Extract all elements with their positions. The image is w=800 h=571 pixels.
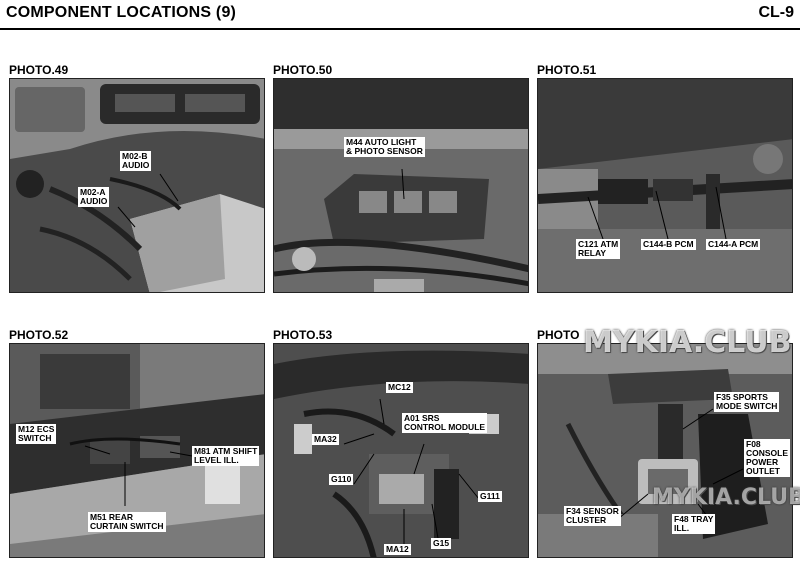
callout-m02-b-audio: M02-B AUDIO [120,151,152,171]
callout-f48-tray-ill: F48 TRAY ILL. [672,514,716,534]
callout-m02-a-audio: M02-A AUDIO [78,187,110,207]
photo-image: C121 ATM RELAY C144-B PCM C144-A PCM [537,78,793,293]
photo-label: PHOTO.49 [9,63,69,77]
photo-illustration [274,79,528,292]
photo-image: F35 SPORTS MODE SWITCH F08 CONSOLE POWER… [537,343,793,558]
photo-image: MC12 A01 SRS CONTROL MODULE MA32 G110 G1… [273,343,529,558]
callout-c121-atm-relay: C121 ATM RELAY [576,239,621,259]
photo-image: M12 ECS SWITCH M81 ATM SHIFT LEVEL ILL. … [9,343,265,558]
callout-a01-srs-control-module: A01 SRS CONTROL MODULE [402,413,488,433]
photo-illustration [10,79,264,292]
callout-ma32: MA32 [312,434,339,445]
callout-m44-auto-light: M44 AUTO LIGHT & PHOTO SENSOR [344,137,425,157]
page-number: CL-9 [758,4,794,21]
callout-g15: G15 [431,538,452,549]
photo-label: PHOTO.51 [537,63,597,77]
photo-illustration [538,79,792,292]
callout-g110: G110 [329,474,354,485]
page-header: COMPONENT LOCATIONS (9) CL-9 [0,0,800,30]
callout-g111: G111 [478,491,502,502]
watermark-top: MYKIA.CLUB [583,325,792,360]
photo-label: PHOTO [537,328,580,342]
callout-m51-rear-curtain-switch: M51 REAR CURTAIN SWITCH [88,512,166,532]
callout-c144-a-pcm: C144-A PCM [706,239,761,250]
callout-f34-sensor-cluster: F34 SENSOR CLUSTER [564,506,621,526]
photo-label: PHOTO.50 [273,63,333,77]
photo-label: PHOTO.52 [9,328,69,342]
callout-m12-ecs-switch: M12 ECS SWITCH [16,424,57,444]
photo-illustration [274,344,528,557]
watermark-bottom: MYKIA.CLUB [652,485,800,510]
page-title: COMPONENT LOCATIONS (9) [6,4,237,21]
callout-c144-b-pcm: C144-B PCM [641,239,696,250]
callout-f08-console-power-outlet: F08 CONSOLE POWER OUTLET [744,439,791,477]
photo-label: PHOTO.53 [273,328,333,342]
callout-m81-atm-shift-level: M81 ATM SHIFT LEVEL ILL. [192,446,260,466]
callout-ma12: MA12 [384,544,411,555]
photo-image: M02-B AUDIO M02-A AUDIO [9,78,265,293]
callout-f35-sports-mode-switch: F35 SPORTS MODE SWITCH [714,392,780,412]
callout-mc12: MC12 [386,382,413,393]
photo-image: M44 AUTO LIGHT & PHOTO SENSOR [273,78,529,293]
